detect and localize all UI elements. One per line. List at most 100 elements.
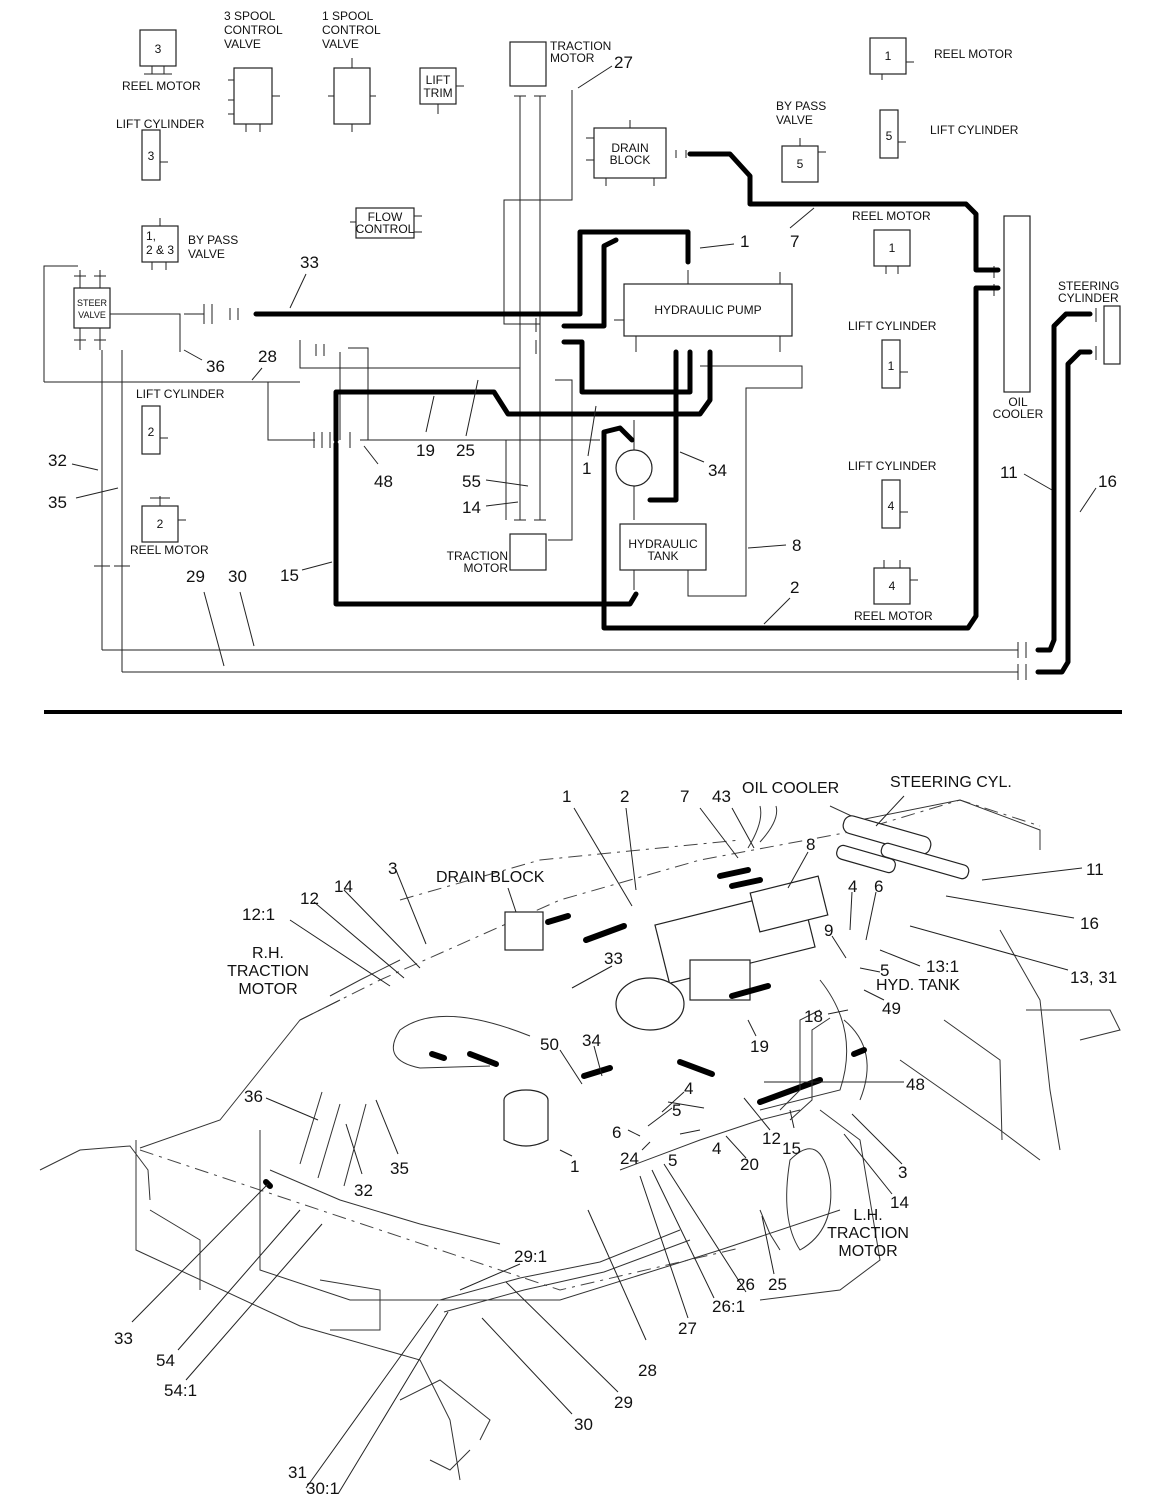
callout: 26 [736,1275,755,1294]
reel-motor-1-top-num: 1 [885,49,892,63]
drain-block-label: DRAIN BLOCK [436,869,545,886]
callout: 28 [258,347,277,366]
hydraulic-pump-label: HYDRAULIC PUMP [654,303,761,317]
callout: 1 [562,787,571,806]
lh-motor-line2: TRACTION [827,1225,909,1242]
callout: 18 [804,1007,823,1026]
lift-cyl-2-num: 2 [148,425,155,439]
callout: 50 [540,1035,559,1054]
tubes [269,805,831,1313]
callout: 3 [898,1163,907,1182]
oil-cooler-label: OIL COOLER [742,780,839,797]
spool1-line3: VALVE [322,37,359,51]
bypass-5-line1: BY PASS [776,99,826,113]
steering-cyl-label: STEERING CYL. [890,774,1012,791]
callout: 33 [114,1329,133,1348]
callout: 33 [300,253,319,272]
flow-control-line1: FLOW [368,210,403,224]
traction-motor-top-line1: TRACTION [550,39,611,53]
thin-lines [43,90,1018,673]
callout: 25 [456,441,475,460]
callout: 54 [156,1351,175,1370]
lift-cyl-3-num: 3 [148,149,155,163]
callout: 16 [1080,914,1099,933]
bypass-123-text2: VALVE [188,247,225,261]
lift-cyl-1-num: 1 [888,359,895,373]
callout: 15 [782,1139,801,1158]
bypass-123-line1: 1, [146,229,156,243]
reel-motor-3-box [139,29,177,67]
callout: 12 [762,1129,781,1148]
spool3-line2: CONTROL [224,23,283,37]
callout: 13:1 [926,957,959,976]
callout: 4 [848,877,857,896]
callout: 32 [354,1181,373,1200]
callout: 7 [680,787,689,806]
lift-cyl-4-num: 4 [888,499,895,513]
callout: 2 [790,578,799,597]
lift-cyl-4-label: LIFT CYLINDER [848,459,937,473]
bypass-5-num: 5 [797,157,804,171]
lift-trim-line2: TRIM [423,86,452,100]
callout: 16 [1098,472,1117,491]
rh-motor-line2: TRACTION [227,963,309,980]
lh-motor-line1: L.H. [853,1207,882,1224]
hydraulic-tank-line1: HYDRAULIC [628,537,698,551]
traction-motor-top-line2: MOTOR [550,51,595,65]
callout: 12:1 [242,905,275,924]
callout: 20 [740,1155,759,1174]
callout: 30:1 [306,1479,339,1494]
spool1-line1: 1 SPOOL [322,9,374,23]
steering-cylinder [836,815,970,880]
callout: 7 [790,232,799,251]
callout: 12 [300,889,319,908]
callout: 14 [462,498,481,517]
reel-motor-4-label: REEL MOTOR [854,609,933,623]
callout: 24 [620,1149,639,1168]
callout: 27 [678,1319,697,1338]
assembly: OIL COOLER STEERING CYL. DRAIN BLOCK R.H… [39,774,1121,1494]
callout: 6 [612,1123,621,1142]
drain-block-line1: DRAIN [611,141,648,155]
bypass-5-line2: VALVE [776,113,813,127]
spool3-line1: 3 SPOOL [224,9,276,23]
callout: 29:1 [514,1247,547,1266]
callout: 48 [906,1075,925,1094]
lift-cyl-5-label: LIFT CYLINDER [930,123,1019,137]
components: 3 REEL MOTOR 3 SPOOL CONTROL VALVE 1 SPO… [73,9,1121,623]
callout: 1 [740,232,749,251]
callout: 48 [374,472,393,491]
callout: 35 [48,493,67,512]
lift-trim-line1: LIFT [426,73,451,87]
callout: 2 [620,787,629,806]
flow-control-line2: CONTROL [356,222,415,236]
drain-block-line2: BLOCK [610,153,651,167]
reel-motor-3-label: REEL MOTOR [122,79,201,93]
reel-motor-4-num: 4 [889,579,896,593]
steering-cyl-line2: CYLINDER [1058,291,1119,305]
callout: 6 [874,877,883,896]
callout: 29 [614,1393,633,1412]
callout: 43 [712,787,731,806]
frame-outline [39,799,1121,1481]
callout: 1 [582,459,591,478]
callout: 36 [244,1087,263,1106]
lift-cyl-1-label: LIFT CYLINDER [848,319,937,333]
callout: 49 [882,999,901,1018]
callout: 15 [280,566,299,585]
callout: 55 [462,472,481,491]
traction-motor-bot-line1: TRACTION [447,549,508,563]
callout: 28 [638,1361,657,1380]
reel-motor-1-mid-label: REEL MOTOR [852,209,931,223]
lh-motor-line3: MOTOR [838,1243,897,1260]
callout: 11 [1086,860,1104,879]
reel-motor-3-num: 3 [155,42,162,56]
callout: 14 [890,1193,909,1212]
lift-cyl-2-label: LIFT CYLINDER [136,387,225,401]
assembly-callouts: 1 2 7 43 8 11 16 3 14 12 12:1 4 6 [114,787,1117,1494]
rh-motor-line1: R.H. [252,945,284,962]
callout: 34 [708,461,727,480]
reel-motor-2-label: REEL MOTOR [130,543,209,557]
callout: 9 [824,921,833,940]
